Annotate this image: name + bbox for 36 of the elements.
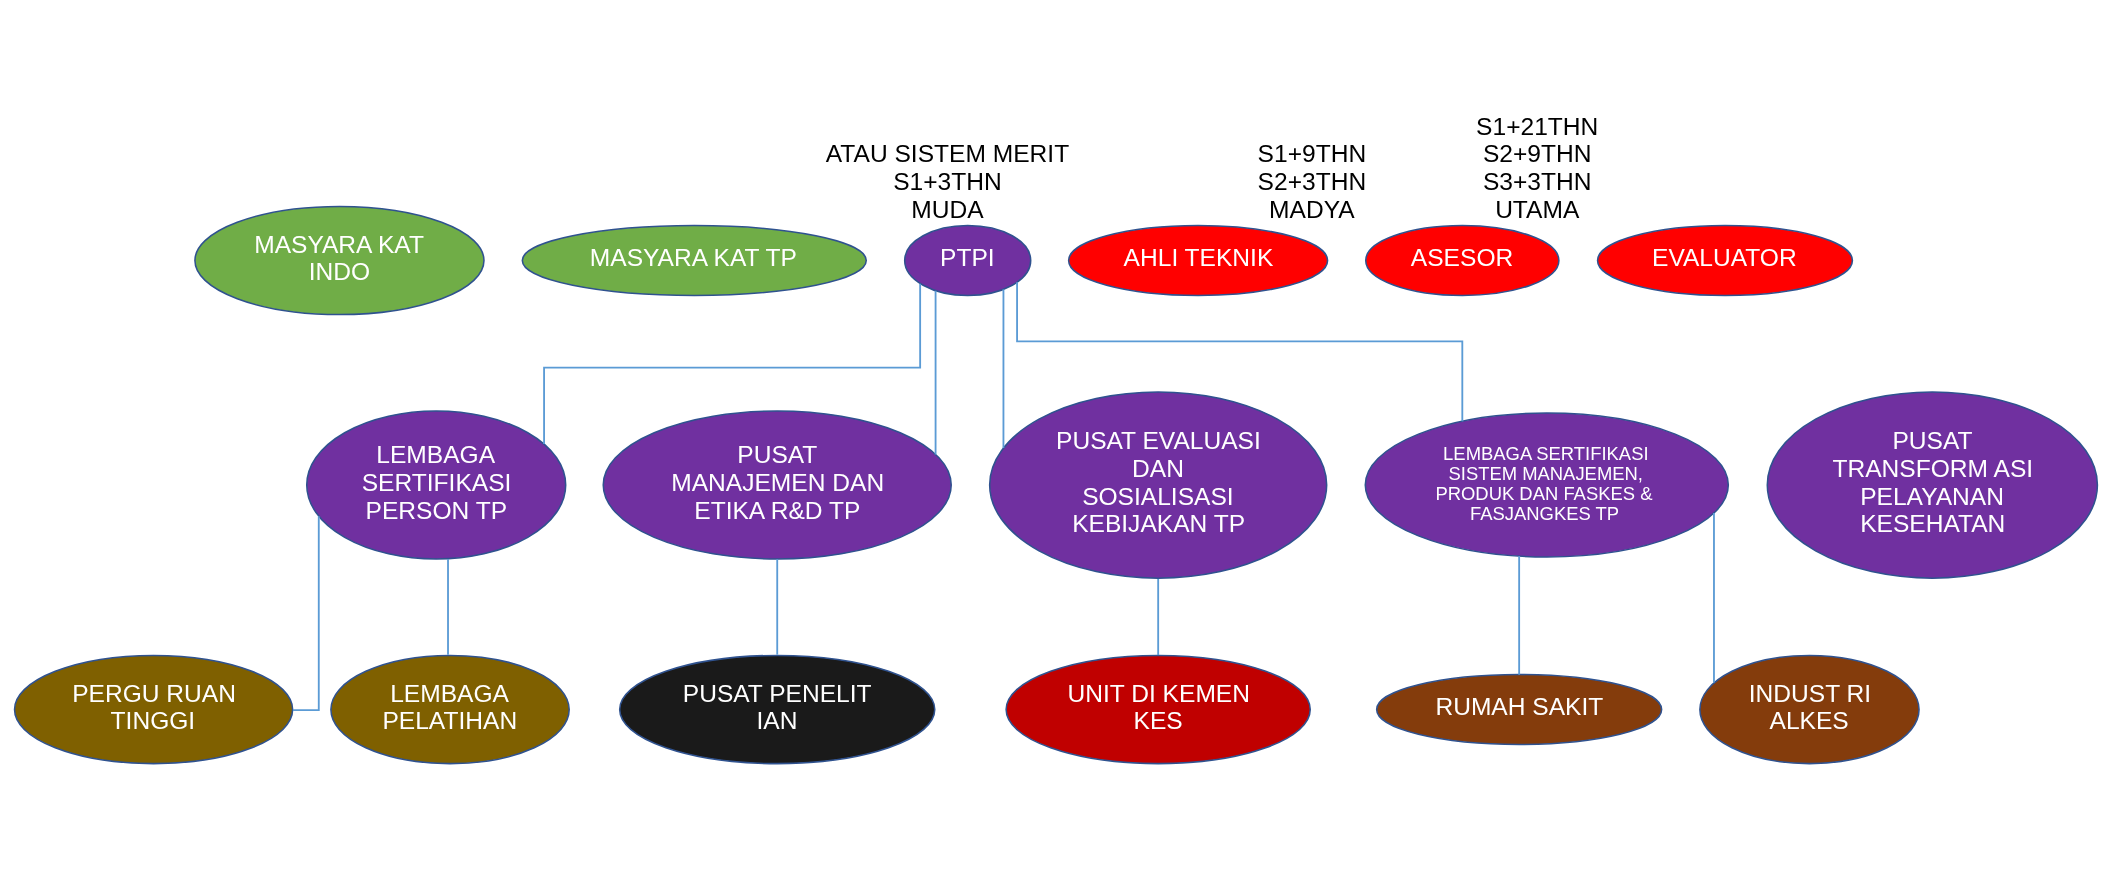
node-label: S1+21THN xyxy=(1476,112,1599,140)
connector xyxy=(934,289,937,455)
connector xyxy=(447,557,449,656)
node-label: S3+3THN xyxy=(1482,167,1592,195)
node-ellipse: ASESOR xyxy=(1364,224,1560,296)
node-ellipse: LEMBAGA SERTIFIKASI SISTEM MANAJEMEN, PRODUK DAN FASKES & FASJANGKES TP xyxy=(1364,411,1730,558)
node-label: S2+3THN xyxy=(1257,167,1367,195)
node-ellipse: PUSAT PENELIT IAN xyxy=(618,654,936,764)
node-ellipse: MASYARA KAT INDO xyxy=(194,205,485,315)
connector xyxy=(1713,511,1715,684)
node-ellipse: LEMBAGA PELATIHAN xyxy=(330,654,570,764)
node-label: MADYA xyxy=(1269,195,1355,223)
node-label: S1+9THN xyxy=(1257,139,1367,167)
connector xyxy=(1016,280,1464,422)
node-label: UTAMA xyxy=(1495,195,1580,223)
node-ellipse: PUSAT TRANSFORM ASI PELAYANAN KESEHATAN xyxy=(1766,390,2099,579)
node-ellipse: RUMAH SAKIT xyxy=(1375,673,1663,745)
node-ellipse: AHLI TEKNIK xyxy=(1067,224,1329,296)
node-ellipse: PUSAT EVALUASI DAN SOSIALISASI KEBIJAKAN TP xyxy=(988,390,1328,579)
node-ellipse: UNIT DI KEMEN KES xyxy=(1005,654,1311,764)
node-ellipse: PUSAT MANAJEMEN DAN ETIKA R&D TP xyxy=(602,409,952,560)
connector xyxy=(1157,577,1160,656)
connector xyxy=(1002,287,1005,449)
node-ellipse: INDUST RI ALKES xyxy=(1699,654,1920,764)
connector xyxy=(776,557,779,656)
node-ellipse: PTPI xyxy=(903,224,1032,296)
node-ellipse: MASYARA KAT TP xyxy=(521,224,867,296)
node-ellipse: EVALUATOR xyxy=(1596,224,1854,296)
connector xyxy=(1518,554,1521,676)
node-label: S2+9THN xyxy=(1482,139,1592,167)
node-ellipse: LEMBAGA SERTIFIKASI PERSON TP xyxy=(306,409,567,560)
node-ellipse: PERGU RUAN TINGGI xyxy=(13,654,294,764)
connector xyxy=(543,282,922,445)
node-label: MUDA xyxy=(911,195,984,223)
node-label: S1+3THN xyxy=(893,167,1002,195)
node-label: ATAU SISTEM MERIT xyxy=(825,139,1070,167)
